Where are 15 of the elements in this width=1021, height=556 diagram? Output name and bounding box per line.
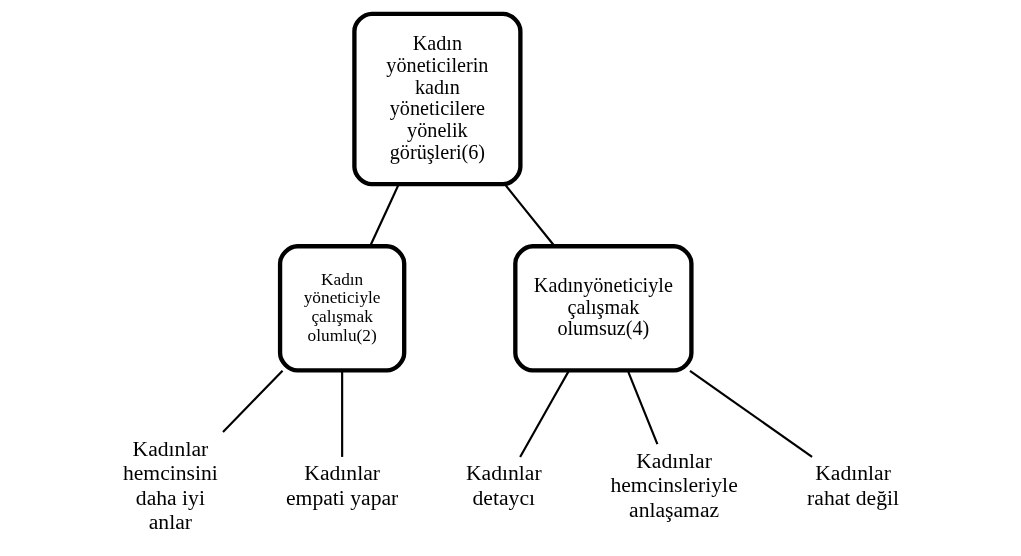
node-text: Kadınlar detaycı (465, 461, 542, 510)
node-box: Kadın yöneticilerin kadın yöneticilere yönelik görüşleri(6) (351, 11, 523, 187)
connector (503, 183, 555, 247)
node-box: Kadınyöneticiyle çalışmak olumsuz(4) (512, 244, 694, 373)
connector (626, 370, 658, 445)
node-text: Kadınlar empati yapar (285, 461, 398, 510)
node-text: Kadınlar rahat değil (806, 461, 899, 510)
connector (368, 183, 400, 247)
connector (221, 370, 283, 433)
connector (518, 370, 570, 458)
node-box: Kadın yöneticiyle çalışmak olumlu(2) (277, 244, 406, 373)
connector (688, 369, 813, 458)
connector (340, 370, 343, 457)
node-text: Kadınlar hemcinsini daha iyi anlar (122, 436, 218, 535)
node-text: Kadınlar hemcinsleriyle anlaşamaz (609, 448, 738, 522)
